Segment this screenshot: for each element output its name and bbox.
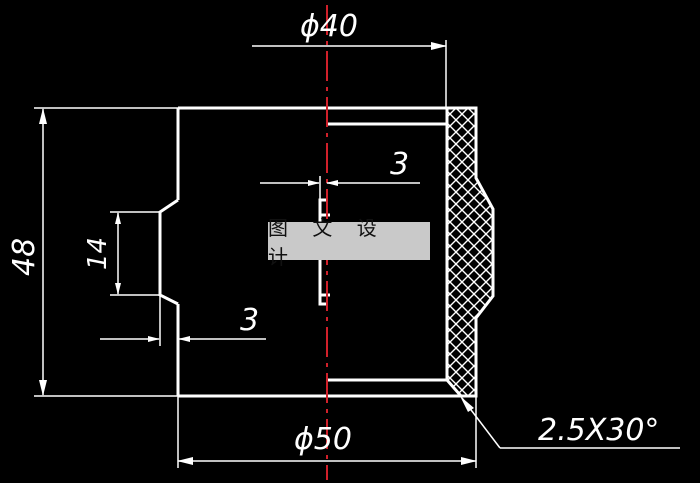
chamfer-arrowhead: [460, 396, 474, 412]
chamfer-label: 2.5X30°: [538, 413, 659, 448]
hatched-wall: [445, 106, 495, 398]
groove-height-label: 14: [83, 237, 113, 270]
height-dimension: [34, 107, 178, 397]
groove-depth-label: 3: [240, 303, 259, 338]
bottom-diameter-dimension: [177, 396, 477, 468]
top-diameter-dimension: [252, 40, 447, 108]
height-label: 48: [7, 238, 42, 276]
inner-step-dimension: [260, 176, 420, 200]
groove-depth-dimension: [100, 296, 266, 346]
inner-step-label: 3: [390, 147, 409, 182]
top-diameter-label: ϕ40: [300, 9, 358, 44]
bottom-diameter-label: ϕ50: [294, 422, 352, 457]
groove-height-dimension: [110, 211, 160, 296]
watermark-label: 图 文 设 计: [268, 216, 430, 269]
